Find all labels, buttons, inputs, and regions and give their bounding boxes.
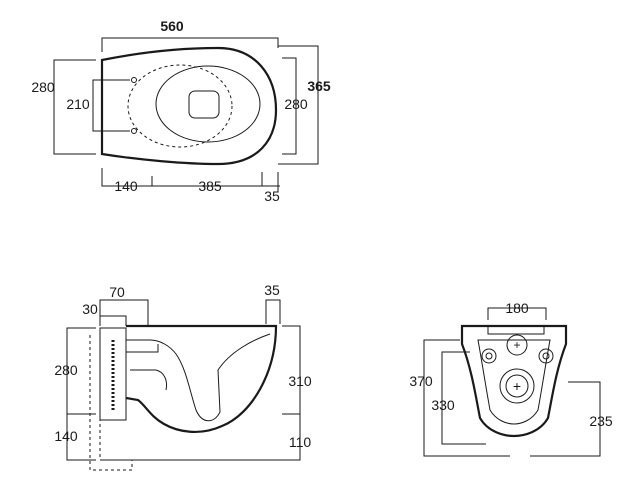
rear-view-inlet-plus: +: [513, 338, 520, 352]
top-dim-365: 365: [307, 78, 331, 94]
top-view-inner-ellipse: [155, 65, 261, 143]
rear-view-body-outline: [460, 324, 568, 438]
rear-dim-370: 370: [409, 373, 433, 389]
rear-view-fixing-left-inner: [485, 352, 493, 360]
top-view-fixing-hole-upper: [131, 77, 137, 83]
rear-view-outlet-inner: [505, 374, 529, 398]
top-dim-560-line: [101, 37, 279, 52]
top-view-outlet-square: [188, 90, 220, 119]
side-dim-35: 35: [264, 282, 280, 298]
rear-view-top-plate: [487, 325, 545, 335]
top-view: 560 280 210 280 365 140 385 35: [31, 18, 331, 204]
top-dim-365-line: [278, 45, 319, 165]
side-dim-110: 110: [289, 434, 312, 450]
side-dim-280: 280: [54, 362, 78, 378]
side-view: 70 30 35 280 140 310 110: [54, 282, 312, 471]
rear-dim-235: 235: [589, 413, 613, 429]
side-dim-30: 30: [82, 301, 98, 317]
rear-view-inner-frame: [477, 339, 551, 425]
side-dim-35-line: [265, 299, 281, 324]
top-dim-280-left-line: [53, 59, 96, 155]
rear-view-outlet-plus: +: [513, 378, 521, 394]
side-dim-right-line: [100, 325, 301, 461]
side-dim-310: 310: [288, 373, 312, 389]
top-dim-280-left: 280: [31, 79, 55, 95]
rear-view: + + 180 370 330 235: [409, 300, 613, 457]
top-dim-210-line: [92, 79, 130, 132]
side-view-bowl-outline: [125, 324, 278, 433]
top-dim-bottom-line: [101, 168, 280, 187]
top-dim-560: 560: [160, 18, 184, 34]
side-view-wall-frame: [99, 327, 127, 421]
rear-view-inlet-circle: [506, 334, 528, 356]
rear-dim-370-line: [423, 339, 510, 457]
top-dim-210: 210: [66, 96, 90, 112]
top-dim-280-right-line: [282, 57, 297, 155]
top-dim-280-right: 280: [284, 96, 308, 112]
top-view-bowl-outline: [100, 46, 278, 166]
top-dim-385: 385: [198, 178, 222, 194]
side-view-trap: [126, 333, 271, 422]
side-dim-left-line: [66, 327, 96, 461]
rear-view-outlet-circle: [499, 368, 535, 404]
side-dim-140: 140: [54, 428, 78, 444]
side-view-inlet: [126, 344, 167, 391]
rear-dim-330-line: [441, 351, 486, 445]
top-view-fixing-hole-lower: [131, 128, 137, 134]
side-dim-70-line: [99, 299, 149, 326]
rear-dim-180-line: [487, 307, 547, 320]
side-dim-70: 70: [109, 284, 125, 300]
top-dim-35: 35: [264, 188, 280, 204]
side-dim-30-line: [100, 315, 127, 326]
rear-view-fixing-right-inner: [542, 352, 550, 360]
rear-dim-235-line: [530, 381, 601, 457]
top-dim-140: 140: [114, 178, 138, 194]
rear-dim-330: 330: [431, 397, 455, 413]
side-view-drain-dashed: [89, 335, 133, 471]
rear-view-fixing-left: [481, 348, 497, 364]
rear-dim-180: 180: [505, 300, 529, 316]
rear-view-fixing-right: [538, 348, 554, 364]
top-view-rim-dashed: [127, 64, 233, 148]
